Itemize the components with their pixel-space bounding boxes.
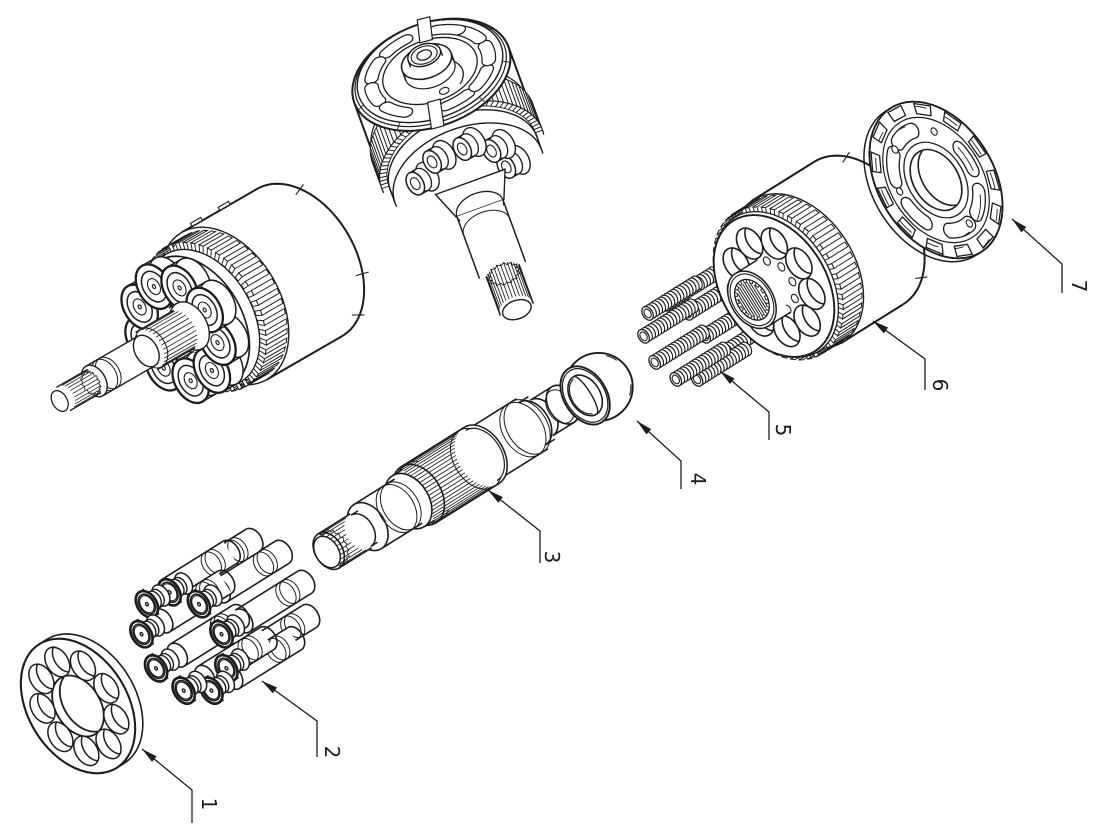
callout-7-arrowhead [1012, 219, 1027, 233]
callout-3-leader-line [487, 489, 541, 563]
callout-number-1: 1 [197, 798, 221, 811]
part-3-drive-shaft [312, 384, 581, 571]
assembly-rotating-group-front-view [50, 182, 369, 413]
callout-2-leader-line [261, 680, 318, 757]
callout-number-3: 3 [540, 551, 564, 564]
callout-6: 6 [872, 320, 952, 392]
callout-1-arrowhead [142, 749, 157, 762]
callout-labels: 1 2 3 4 5 6 7 [141, 218, 1091, 823]
callout-7: 7 [1011, 218, 1091, 293]
callout-number-7: 7 [1067, 280, 1091, 293]
callout-2: 2 [261, 680, 344, 759]
callout-4: 4 [636, 420, 710, 489]
callout-3: 3 [487, 489, 564, 564]
callout-6-leader-line [872, 320, 926, 390]
callout-3-arrowhead [488, 490, 503, 503]
callout-5: 5 [719, 370, 795, 440]
callout-1-leader-line [141, 748, 193, 823]
callout-number-4: 4 [686, 473, 710, 486]
part-6-cylinder-block [712, 151, 928, 361]
callout-6-arrowhead [873, 321, 889, 334]
callout-2-arrowhead [262, 681, 278, 694]
callout-number-6: 6 [928, 379, 952, 392]
part-2-piston-set [129, 527, 321, 706]
callout-4-arrowhead [637, 421, 652, 435]
part-4-spherical-bushing [559, 351, 634, 426]
callout-number-5: 5 [771, 424, 795, 437]
callout-number-2: 2 [320, 746, 344, 759]
callout-5-arrowhead [720, 371, 735, 385]
assembly-rotating-group-rear-view [351, 15, 545, 321]
part-7-valve-plate [863, 100, 1004, 263]
part-1-retainer-plate [19, 633, 144, 775]
callout-1: 1 [141, 748, 221, 823]
callout-4-leader-line [636, 420, 682, 489]
callout-5-leader-line [719, 370, 770, 440]
callout-7-leader-line [1011, 218, 1063, 293]
